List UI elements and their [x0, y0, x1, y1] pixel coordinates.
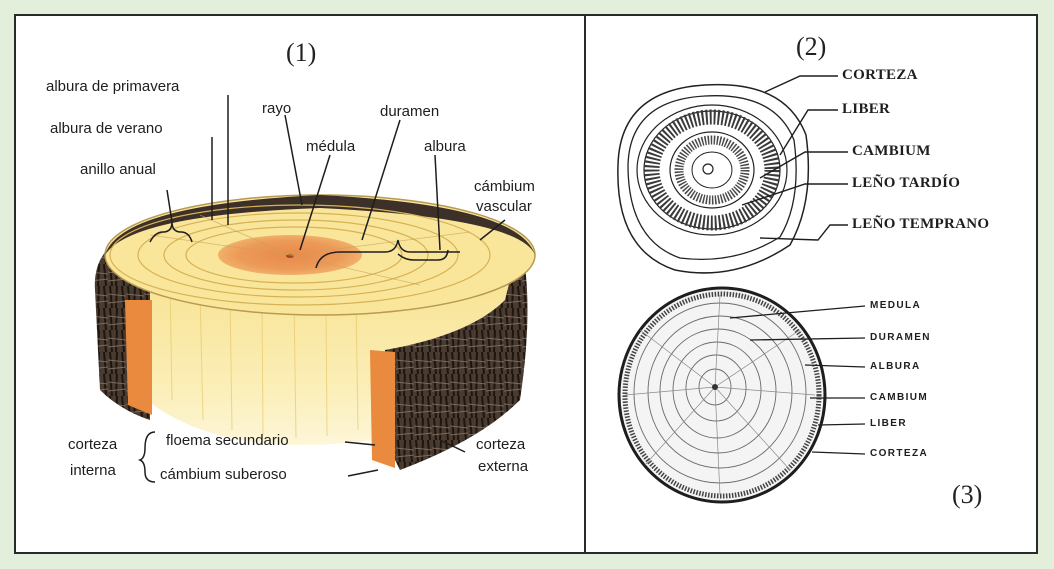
label-liber-3: LIBER [870, 418, 907, 429]
label-corteza-3: CORTEZA [870, 448, 928, 459]
ring-leader-lines [742, 76, 848, 240]
label-corteza-externa-2: externa [478, 458, 528, 475]
label-floema-secundario: floema secundario [166, 432, 289, 449]
panel-number-1: (1) [286, 38, 316, 68]
label-rayo: rayo [262, 100, 291, 117]
label-albura-primavera: albura de primavera [46, 78, 179, 95]
label-corteza-2: CORTEZA [842, 67, 918, 84]
label-anillo-anual: anillo anual [80, 161, 156, 178]
panel-number-2: (2) [796, 32, 826, 62]
label-duramen: duramen [380, 103, 439, 120]
label-leno-tardio: LEÑO TARDÍO [852, 175, 960, 192]
label-cambium-3: CAMBIUM [870, 392, 928, 403]
label-leno-temprano: LEÑO TEMPRANO [852, 216, 989, 233]
label-corteza-externa-1: corteza [476, 436, 525, 453]
label-medula-3: MEDULA [870, 300, 921, 311]
disc-illustration [619, 288, 825, 502]
panel-number-3: (3) [952, 480, 982, 510]
label-albura-3: ALBURA [870, 361, 921, 372]
label-duramen-3: DURAMEN [870, 332, 931, 343]
label-cambium-2: CAMBIUM [852, 143, 931, 160]
ring-illustration [618, 85, 809, 273]
label-liber-2: LIBER [842, 101, 890, 118]
label-albura: albura [424, 138, 466, 155]
label-medula: médula [306, 138, 355, 155]
trunk-illustration [95, 195, 535, 470]
label-albura-verano: albura de verano [50, 120, 163, 137]
label-corteza-interna-1: corteza [68, 436, 117, 453]
label-cambium-vascular-1: cámbium [474, 178, 535, 195]
label-cambium-vascular-2: vascular [476, 198, 532, 215]
label-corteza-interna-2: interna [70, 462, 116, 479]
label-cambium-suberoso: cámbium suberoso [160, 466, 287, 483]
